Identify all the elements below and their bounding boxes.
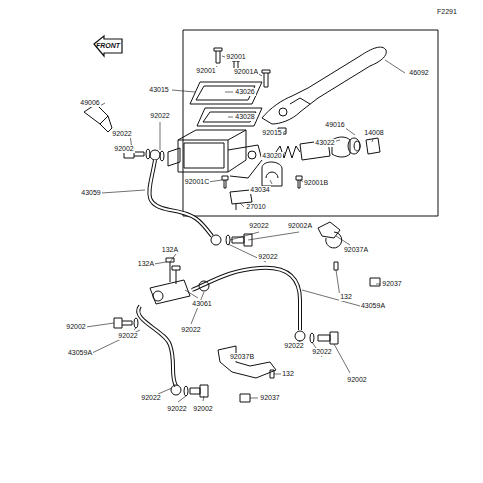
master-cylinder <box>168 130 262 178</box>
callout-number: 92001 <box>195 67 216 75</box>
callout-number: 92037A <box>343 246 369 254</box>
callout-number: 92022 <box>166 405 187 413</box>
banjo-bolt <box>318 332 338 344</box>
callout-number: 132 <box>281 370 295 378</box>
callout-number: 49006 <box>79 99 100 107</box>
callout-number: 132A <box>161 246 179 254</box>
callout-number: 43034 <box>249 186 270 194</box>
banjo-fitting <box>199 281 209 291</box>
callout-number: 49016 <box>324 121 345 129</box>
callout-number: 92022 <box>117 332 138 340</box>
callout-number: 92022 <box>257 253 278 261</box>
washer <box>310 333 314 343</box>
callout-number: 92002A <box>287 222 313 230</box>
callout-number: 92002 <box>113 145 134 153</box>
callout-number: 92001B <box>303 179 329 187</box>
callout-number: 92001 <box>225 53 246 61</box>
callout-number: 92037 <box>381 280 402 288</box>
callout-number: 92022 <box>111 130 132 138</box>
callout-number: 92022 <box>311 348 332 356</box>
hose-clamp <box>318 222 342 248</box>
hose-clamp <box>218 346 276 378</box>
brake-hose <box>192 268 300 330</box>
callout-number: 46092 <box>408 69 429 77</box>
washer <box>184 386 188 396</box>
banjo-fitting <box>295 331 305 341</box>
front-arrow <box>94 36 122 56</box>
washer <box>134 318 138 328</box>
callout-number: 43059A <box>360 302 386 310</box>
callout-number: 92015 <box>261 129 282 137</box>
banjo-bolt <box>190 385 208 397</box>
holder-clamp <box>262 162 282 186</box>
brake-hose-core <box>149 160 212 236</box>
screw <box>222 176 228 188</box>
leader-lines <box>86 56 405 402</box>
brake-hose-core <box>192 268 300 330</box>
callout-number: 43059 <box>80 189 101 197</box>
callout-number: 43022 <box>314 139 335 147</box>
reservoir-cap <box>190 82 262 104</box>
callout-number: 92001C <box>184 178 211 186</box>
brake-hose-core <box>138 306 176 386</box>
callout-number: 92037B <box>229 353 255 361</box>
screw <box>296 176 302 188</box>
callout-number: 14008 <box>363 129 384 137</box>
callout-number: 43020 <box>261 152 282 160</box>
bolt <box>270 370 274 378</box>
callout-number: 92002 <box>192 405 213 413</box>
callout-number: 92022 <box>248 222 269 230</box>
callout-number: 92037 <box>259 394 280 402</box>
screw <box>214 48 270 87</box>
figure-number: F2291 <box>436 8 458 16</box>
callout-number: 43026 <box>234 88 255 96</box>
group-frame <box>183 30 438 216</box>
callout-number: 27010 <box>245 203 266 211</box>
front-mark: FRONT <box>95 42 121 50</box>
bolt <box>334 262 338 270</box>
grommet <box>370 278 380 286</box>
callout-number: 92002 <box>65 323 86 331</box>
grommet <box>240 394 250 402</box>
banjo-bolt <box>114 318 132 328</box>
callout-number: 43059A <box>67 349 93 357</box>
brake-hose <box>138 306 176 386</box>
brake-joint <box>150 258 190 304</box>
callout-number: 43061 <box>191 300 212 308</box>
callout-number: 92022 <box>283 342 304 350</box>
callout-number: 132A <box>137 260 155 268</box>
brake-hose <box>149 160 212 236</box>
callout-number: 132 <box>339 293 353 301</box>
callout-number: 92022 <box>180 326 201 334</box>
rubber-cap <box>84 104 112 132</box>
callout-number: 92002 <box>346 376 367 384</box>
brake-lever <box>262 47 386 124</box>
callout-number: 43028 <box>234 113 255 121</box>
banjo-fitting <box>171 385 181 395</box>
callout-number: 92001A <box>233 68 259 76</box>
callout-number: 43015 <box>148 86 169 94</box>
callout-number: 92022 <box>140 394 161 402</box>
piston-assembly <box>276 137 380 160</box>
callout-number: 92022 <box>149 112 170 120</box>
